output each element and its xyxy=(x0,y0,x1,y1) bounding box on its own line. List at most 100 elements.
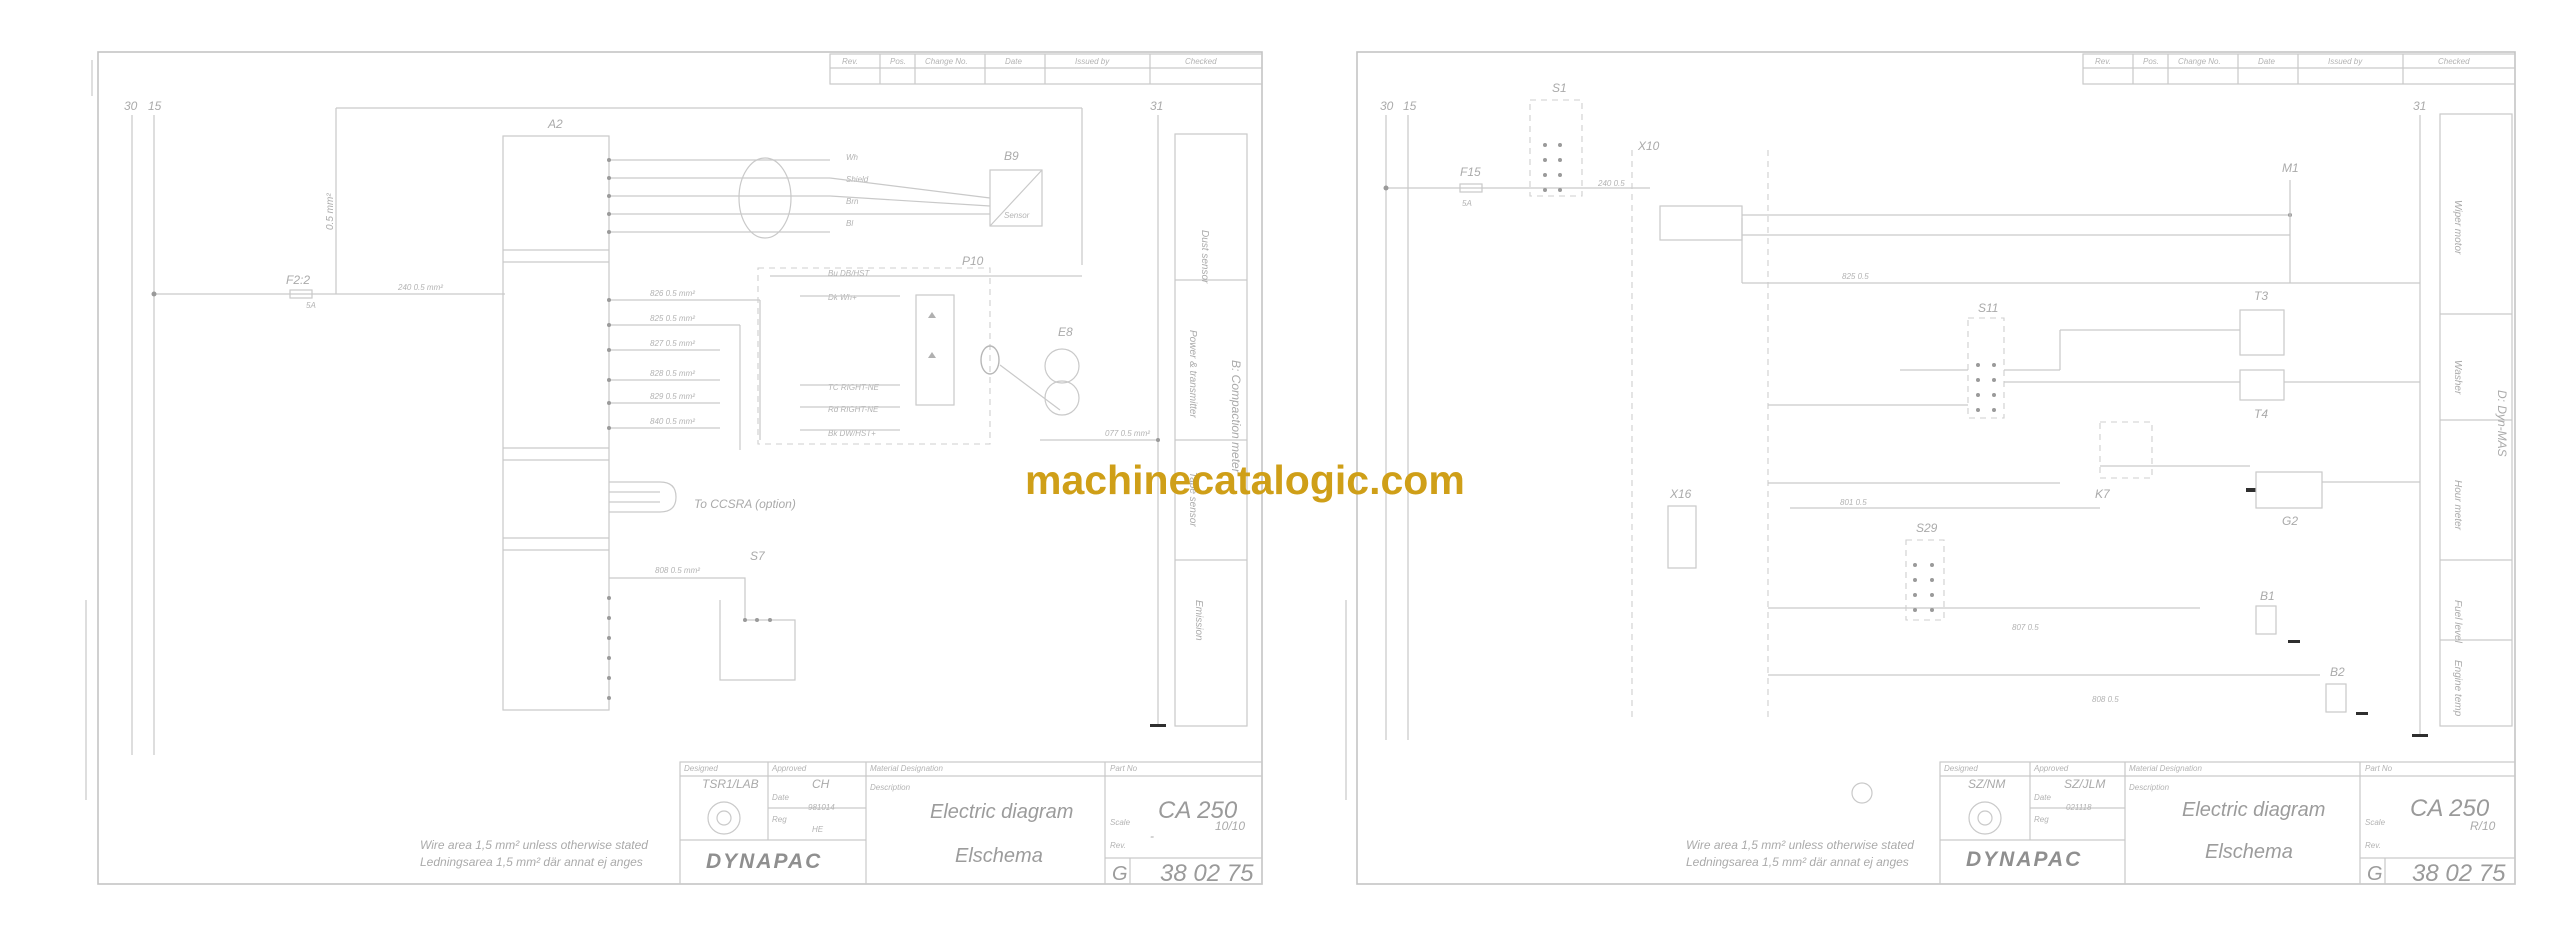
right-s1-contacts xyxy=(1543,143,1562,192)
left-wire-828: 828 0.5 mm² xyxy=(650,369,695,378)
right-date: 021118 xyxy=(2066,803,2092,812)
left-a2-mid-connector: 826 0.5 mm² 825 0.5 mm² 827 0.5 mm² 828 … xyxy=(607,289,761,450)
right-rev-col-rev: Rev. xyxy=(2095,57,2111,66)
right-b2-sensor xyxy=(2325,683,2347,713)
left-rev-col-issued: Issued by xyxy=(1075,57,1110,66)
left-wire-825: 825 0.5 mm² xyxy=(650,314,695,323)
left-wire-e8: 077 0.5 mm² xyxy=(1105,429,1150,438)
left-wire-826: 826 0.5 mm² xyxy=(650,289,695,298)
right-rev-col-change: Change No. xyxy=(2178,57,2221,66)
left-p10-label: P10 xyxy=(962,254,984,268)
left-date-label: Date xyxy=(772,793,789,802)
left-a2-module xyxy=(502,135,610,711)
right-rev-col-date: Date xyxy=(2258,57,2275,66)
right-wire-e: 808 0.5 xyxy=(2092,695,2119,704)
right-s11-label: S11 xyxy=(1978,301,1998,315)
left-coil xyxy=(980,345,1000,375)
right-bus-15-label: 15 xyxy=(1403,99,1417,113)
right-rev: G xyxy=(2367,863,2383,885)
left-dynapac-logo: DYNAPAC xyxy=(706,850,822,873)
left-reg: HE xyxy=(812,825,824,834)
right-m1-label: M1 xyxy=(2282,161,2299,175)
right-title-en: Electric diagram xyxy=(2182,799,2325,821)
left-reg-label: Reg xyxy=(772,815,787,824)
right-b2-label: B2 xyxy=(2330,665,2345,679)
right-s11-contacts xyxy=(1976,363,1996,412)
left-p10-sig-1: Bu DB/HST xyxy=(828,269,870,278)
right-dynapac-logo: DYNAPAC xyxy=(1966,848,2082,871)
right-s1-switch xyxy=(1529,99,1583,197)
right-note-sv: Ledningsarea 1,5 mm² där annat ej anges xyxy=(1686,855,1909,869)
right-side-box-2: Washer xyxy=(2452,360,2463,395)
left-a2-lower-pins xyxy=(607,596,611,700)
left-p10-unit xyxy=(757,267,991,445)
left-p10-sig-3: TC RIGHT-NE xyxy=(828,383,879,392)
left-side-box-1: Dust sensor xyxy=(1199,230,1210,284)
right-date-label: Date xyxy=(2034,793,2051,802)
right-wire-a: 240 0.5 xyxy=(1597,179,1625,188)
left-rev-col-pos: Pos. xyxy=(890,57,906,66)
right-g2-label: G2 xyxy=(2282,514,2298,528)
left-bus-15-label: 15 xyxy=(148,99,162,113)
right-title-block: Designed SZ/NM Approved SZ/JLM Date 0211… xyxy=(1939,761,2516,887)
right-s29-switch xyxy=(1905,539,1945,621)
left-wire-829: 829 0.5 mm² xyxy=(650,392,695,401)
right-rev-col-issued: Issued by xyxy=(2328,57,2363,66)
site-watermark: machinecatalogic.com xyxy=(1025,457,1465,503)
left-fuse-f22 xyxy=(289,289,313,299)
right-designed-label: Designed xyxy=(1944,764,1978,773)
right-material-label: Material Designation xyxy=(2129,764,2202,773)
right-s11-switch xyxy=(1967,317,2005,419)
left-rev-col-date: Date xyxy=(1005,57,1022,66)
right-approved-label: Approved xyxy=(2033,764,2069,773)
right-antenna-block xyxy=(1659,205,1743,241)
right-description-label: Description xyxy=(2129,783,2170,792)
right-s1-label: S1 xyxy=(1552,81,1567,95)
right-t4-speaker xyxy=(2239,369,2285,401)
left-rev-col-checked: Checked xyxy=(1185,57,1217,66)
left-note-en: Wire area 1,5 mm² unless otherwise state… xyxy=(420,838,648,852)
left-e8-label: E8 xyxy=(1058,325,1073,339)
right-rev-col-pos: Pos. xyxy=(2143,57,2159,66)
left-title-block: Designed TSR1/LAB Approved CH Date 98101… xyxy=(679,761,1263,887)
left-bus-31-label: 31 xyxy=(1150,99,1163,113)
left-p10-indicators xyxy=(915,294,955,406)
left-projection-symbol xyxy=(707,801,741,835)
right-t3-speaker xyxy=(2239,309,2285,356)
right-s29-label: S29 xyxy=(1916,521,1938,535)
left-sheet-number: 10/10 xyxy=(1215,819,1245,833)
left-note-sv: Ledningsarea 1,5 mm² där annat ej anges xyxy=(420,855,643,869)
right-title-sv: Elschema xyxy=(2205,841,2293,863)
left-wire-main: 240 0.5 mm² xyxy=(397,283,443,292)
left-p10-sig-2: Dk Wh+ xyxy=(828,293,857,302)
right-ground-symbol xyxy=(2412,734,2428,737)
right-b1-label: B1 xyxy=(2260,589,2275,603)
left-a2-top-connector: Wh Shield Brn Bl xyxy=(607,153,991,239)
left-wire-shield: Shield xyxy=(846,175,869,184)
right-reg-label: Reg xyxy=(2034,815,2049,824)
left-wire-brn: Brn xyxy=(846,197,859,206)
right-x10-label: X10 xyxy=(1637,139,1660,153)
left-scale: - xyxy=(1150,829,1154,843)
left-side-box-2: Power & transmitter xyxy=(1187,330,1198,418)
left-description-label: Description xyxy=(870,783,911,792)
left-approved-label: Approved xyxy=(771,764,807,773)
left-material-label: Material Designation xyxy=(870,764,943,773)
left-title-sv: Elschema xyxy=(955,845,1043,867)
right-side-box-3: Hour meter xyxy=(2452,480,2463,531)
left-wire-bl: Bl xyxy=(846,219,853,228)
left-to-ccsra: To CCSRA (option) xyxy=(694,497,796,511)
left-side-title: B: Compaction meter xyxy=(1229,360,1243,474)
left-ground-symbol xyxy=(1150,724,1166,727)
right-side-title: D: Dyn-MAS xyxy=(2495,390,2509,457)
left-a2-label: A2 xyxy=(547,117,563,131)
right-b1-sensor xyxy=(2255,605,2277,635)
left-designed-label: Designed xyxy=(684,764,718,773)
left-wire-827: 827 0.5 mm² xyxy=(650,339,695,348)
right-rev-label: Rev. xyxy=(2365,841,2381,850)
right-bus-31-label: 31 xyxy=(2413,99,2426,113)
right-k7-label: K7 xyxy=(2095,487,2111,501)
right-wire-c: 807 0.5 xyxy=(2012,623,2039,632)
right-t3-label: T3 xyxy=(2254,289,2268,303)
